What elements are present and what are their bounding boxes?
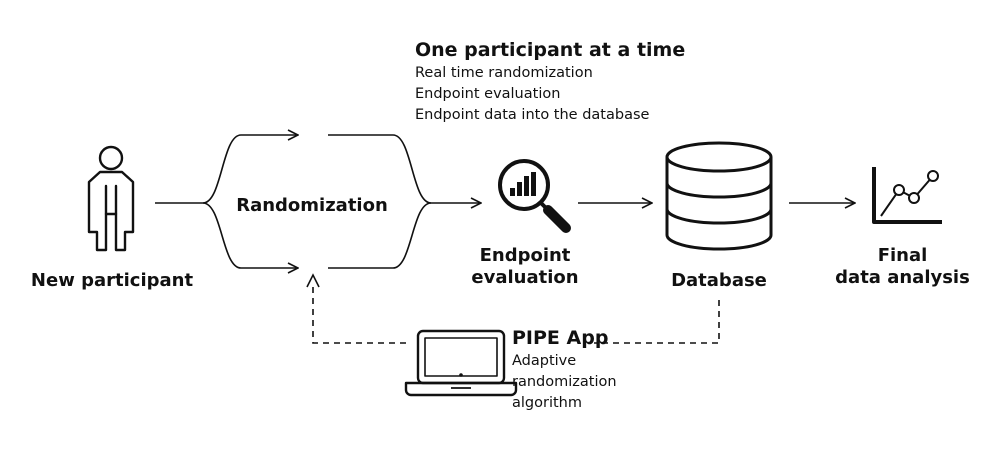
header-line: Real time randomization bbox=[415, 65, 593, 81]
app-title: PIPE App bbox=[512, 327, 609, 349]
header-title: One participant at a time bbox=[415, 39, 686, 61]
header-line: Endpoint data into the database bbox=[415, 107, 650, 123]
database-icon bbox=[665, 141, 773, 251]
endpoint-label-line: evaluation bbox=[471, 267, 579, 288]
randomization-brace bbox=[202, 135, 432, 268]
person-icon bbox=[87, 145, 135, 252]
line-chart-icon bbox=[872, 167, 942, 224]
app-line: algorithm bbox=[512, 395, 582, 411]
endpoint-label: Endpoint evaluation bbox=[455, 245, 595, 289]
participant-label: New participant bbox=[30, 270, 194, 291]
app-line: Adaptive bbox=[512, 353, 577, 369]
endpoint-label-line: Endpoint bbox=[479, 245, 571, 266]
randomization-label: Randomization bbox=[236, 195, 388, 216]
analysis-label: Final data analysis bbox=[820, 245, 985, 289]
magnifier-chart-icon bbox=[498, 159, 571, 233]
laptop-icon bbox=[404, 329, 518, 397]
header-line: Endpoint evaluation bbox=[415, 86, 561, 102]
analysis-label-line: data analysis bbox=[835, 267, 970, 288]
feedback-arrowhead bbox=[306, 273, 320, 288]
database-label: Database bbox=[671, 270, 767, 291]
app-line: randomization bbox=[512, 374, 617, 390]
analysis-label-line: Final bbox=[877, 245, 928, 266]
feedback-dashed-connectors bbox=[312, 285, 720, 344]
